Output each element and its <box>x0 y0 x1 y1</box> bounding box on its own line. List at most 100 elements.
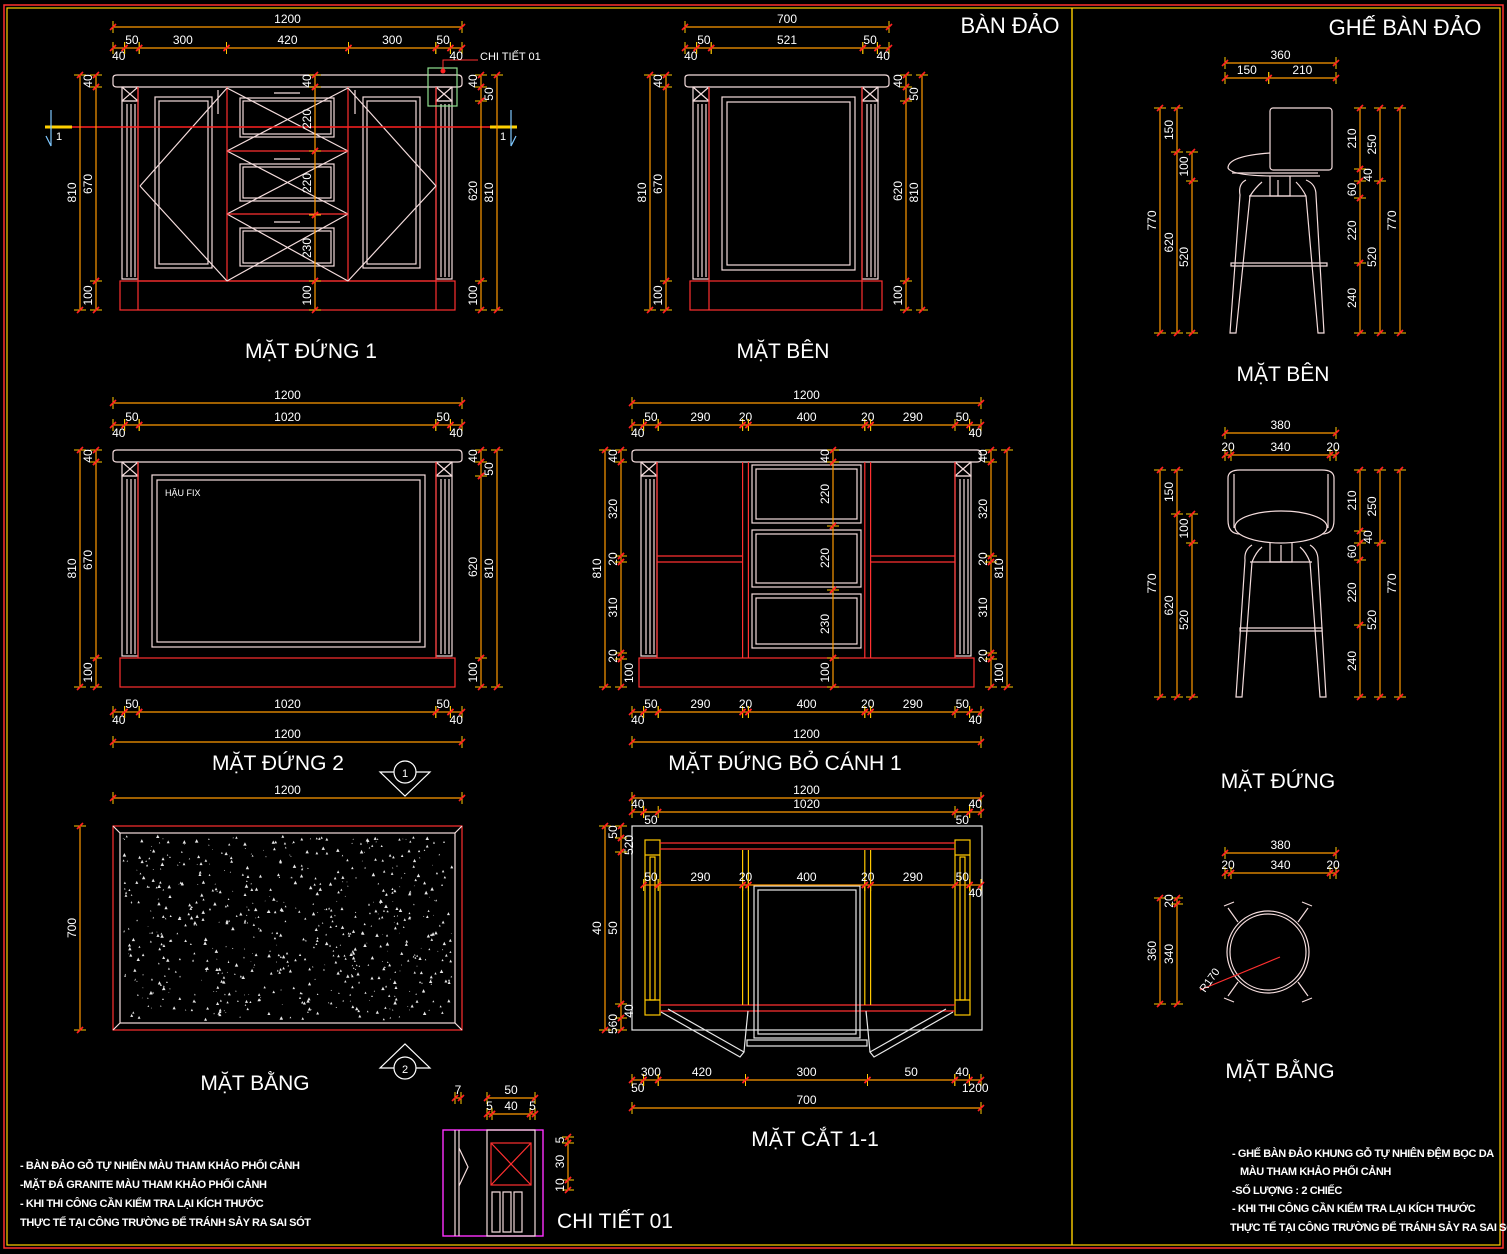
speckle-dot <box>123 881 127 884</box>
speckle-dot <box>448 938 452 942</box>
speckle-dot <box>325 837 329 841</box>
dimension: 1200 <box>962 1074 989 1095</box>
speckle-dot <box>416 965 418 967</box>
speckle-dot <box>450 933 452 935</box>
speckle-dot <box>329 1001 333 1005</box>
speckle-dot <box>273 910 277 914</box>
elevation-without-doors <box>631 449 982 688</box>
dimension-tick <box>861 881 869 889</box>
speckle-dot <box>216 985 220 989</box>
speckle-dot <box>244 999 249 1003</box>
dimension-label: 20 <box>739 410 753 424</box>
dimension: 290 <box>654 697 747 718</box>
dimension-tick <box>693 44 701 52</box>
speckle-dot <box>193 952 196 955</box>
dimension-label: 340 <box>1270 858 1290 872</box>
speckle-dot <box>204 859 208 862</box>
speckle-dot <box>137 1015 141 1019</box>
speckle-dot <box>331 920 334 923</box>
dimension-label: 1200 <box>274 12 301 26</box>
stool-front-view <box>1227 469 1335 698</box>
speckle-dot <box>428 948 431 951</box>
speckle-dot <box>141 953 145 957</box>
speckle-dot <box>343 954 346 957</box>
dimension-tick <box>1221 59 1229 67</box>
dimension: 40 <box>966 879 985 900</box>
dimension-tick <box>1221 451 1229 459</box>
dimension-tick <box>640 421 648 429</box>
speckle-dot <box>190 905 193 909</box>
speckle-dot <box>434 931 438 935</box>
dimension-tick <box>1156 466 1164 474</box>
speckle-dot <box>286 960 289 963</box>
dimension: 40 <box>446 706 466 727</box>
speckle-dot <box>176 932 179 935</box>
dimension-tick <box>966 808 974 816</box>
dimension-tick <box>488 1110 496 1118</box>
speckle-dot <box>363 922 366 926</box>
speckle-dot <box>125 891 128 894</box>
dimension: 20 <box>1162 894 1183 908</box>
speckle-dot <box>147 1005 150 1007</box>
dimension-tick <box>1227 451 1235 459</box>
speckle-dot <box>160 942 163 946</box>
speckle-dot <box>131 937 136 942</box>
speckle-dot <box>200 893 204 897</box>
dimension-label: 100 <box>300 285 314 305</box>
dimension-label: 40 <box>955 1065 969 1079</box>
dimension-tick <box>477 458 485 466</box>
speckle-dot <box>227 992 231 996</box>
dimension: 810 <box>65 446 86 691</box>
speckle-dot <box>273 936 277 940</box>
dimension-tick <box>1376 104 1384 112</box>
speckle-dot <box>444 953 448 957</box>
dimension: 100 <box>81 654 102 691</box>
speckle-dot <box>206 1006 210 1010</box>
speckle-dot <box>152 916 155 919</box>
speckle-dot <box>370 976 374 980</box>
speckle-dot <box>417 849 421 853</box>
speckle-dot <box>329 915 333 918</box>
speckle-dot <box>269 888 272 891</box>
speckle-dot <box>250 888 254 891</box>
dimension-tick <box>1356 194 1364 202</box>
dimension-tick <box>531 1094 539 1102</box>
speckle-dot <box>410 1004 414 1008</box>
dimension-tick <box>92 306 100 314</box>
dimension-tick <box>1156 104 1164 112</box>
speckle-dot <box>163 985 165 988</box>
speckle-dot <box>392 900 394 902</box>
speckle-dot <box>263 849 264 851</box>
dimension: 100 <box>651 277 672 314</box>
speckle-dot <box>274 840 278 844</box>
dimension: 320 <box>976 458 997 560</box>
dimension: 290 <box>867 870 959 891</box>
speckle-dot <box>332 954 335 957</box>
speckle-dot <box>252 952 254 954</box>
dimension-label: 520 <box>1365 610 1379 630</box>
speckle-dot <box>349 952 353 957</box>
dimension-label: 700 <box>65 918 79 938</box>
speckle-dot <box>392 867 394 869</box>
dimension-label: 400 <box>797 410 817 424</box>
dimension: 150 <box>1221 63 1273 84</box>
speckle-dot <box>419 971 423 975</box>
dimension: 310 <box>976 558 997 657</box>
speckle-dot <box>416 873 421 878</box>
dimension: 20 <box>606 649 627 663</box>
speckle-dot <box>214 883 216 885</box>
view-label-stool-front: MẶT ĐỨNG <box>1221 770 1335 793</box>
section-arrow-icon <box>510 110 517 147</box>
speckle-dot <box>382 909 385 912</box>
dimension-tick <box>1188 329 1196 337</box>
speckle-dot <box>441 1011 444 1014</box>
speckle-dot <box>225 1011 227 1013</box>
speckle-dot <box>426 915 429 918</box>
dimension-tick <box>458 738 466 746</box>
dimension-tick <box>1188 177 1196 185</box>
speckle-dot <box>384 904 388 909</box>
dimension-label: 1200 <box>793 783 820 797</box>
speckle-dot <box>148 857 151 860</box>
speckle-dot <box>418 956 422 960</box>
speckle-dot <box>351 866 354 870</box>
